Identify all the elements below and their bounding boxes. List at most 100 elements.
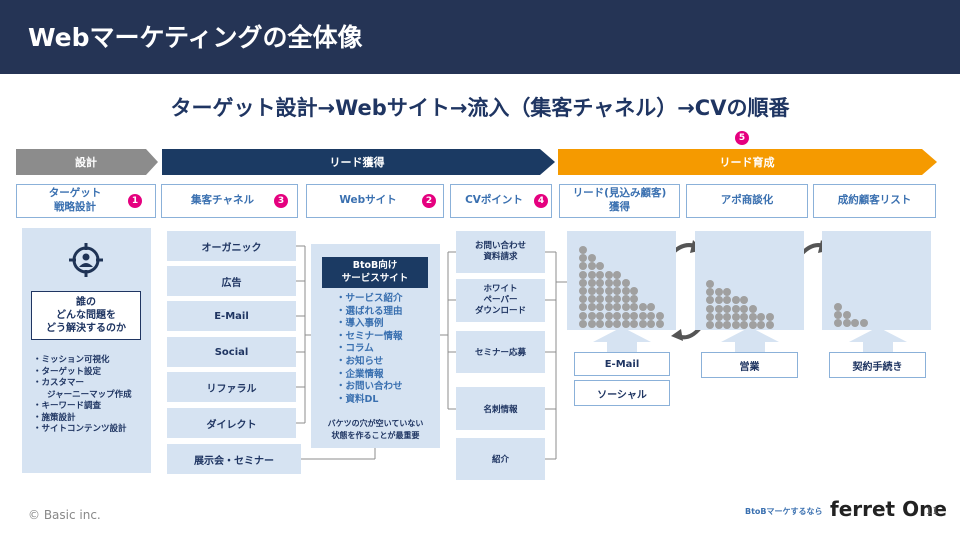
lead-dot — [757, 321, 765, 329]
acquisition-arrow-shape — [162, 149, 555, 175]
lead-dot — [731, 321, 740, 329]
badge-cv-point: 4 — [534, 194, 548, 208]
badge-target: 1 — [128, 194, 142, 208]
target-task: ・施策設計 — [33, 412, 76, 423]
lead-dot — [587, 270, 596, 279]
lead-dot — [579, 311, 587, 320]
lead-dot — [706, 280, 714, 288]
phase-lead-nurturing: リード育成 — [719, 156, 775, 169]
lead-dot — [621, 295, 630, 304]
brand-logo: ferret One — [830, 497, 947, 521]
lead-dot — [655, 319, 664, 328]
lead-dot — [731, 312, 740, 321]
lead-dot — [740, 312, 748, 321]
page-title: Webマーケティングの全体像 — [28, 23, 363, 52]
lead-dot — [621, 278, 630, 287]
lead-dot — [714, 321, 723, 329]
target-task: ・キーワード調査 — [33, 401, 102, 411]
lead-dot — [613, 319, 621, 328]
lead-dot — [834, 311, 842, 320]
lead-dot — [604, 278, 613, 287]
channel-item: Social — [167, 337, 296, 367]
lead-dot — [714, 288, 723, 297]
step-customers: 成約顧客リスト — [813, 184, 936, 218]
website-heading: BtoB向け サービスサイト — [322, 257, 428, 288]
lead-dot — [596, 319, 604, 328]
lead-dot — [757, 312, 765, 321]
lead-dot — [630, 319, 638, 328]
channel-item: リファラル — [167, 372, 296, 402]
channel-item: ダイレクト — [167, 408, 296, 438]
target-task-list: ・ミッション可視化 ・ターゲット設定 ・カスタマー ジャーニーマップ作成 ・キー… — [33, 355, 132, 436]
channel-item: オーガニック — [167, 231, 296, 261]
nurture-input-email: E-Mail — [574, 352, 670, 376]
lead-dot — [706, 304, 714, 313]
phase-design: 設計 — [75, 156, 97, 169]
page-number: 11 — [926, 506, 939, 517]
lead-dot — [723, 321, 731, 329]
lead-dot — [587, 254, 596, 263]
nurture-input-social: ソーシャル — [574, 380, 670, 406]
lead-dot — [723, 312, 731, 321]
contract-input: 契約手続き — [829, 352, 926, 378]
lead-dot — [834, 319, 842, 328]
website-content-item: ・お知らせ — [336, 355, 384, 367]
lead-dot — [647, 303, 655, 312]
lead-dot — [579, 295, 587, 304]
up-arrow-appointment — [721, 327, 779, 352]
lead-dot — [587, 278, 596, 287]
lead-dot — [579, 254, 587, 263]
lead-dot — [647, 311, 655, 320]
lead-dot — [706, 321, 714, 329]
channel-connectors — [296, 245, 376, 460]
lead-dot — [842, 311, 851, 320]
badge-nurturing: 5 — [735, 131, 749, 145]
lead-dot — [596, 278, 604, 287]
cv-point-item: ホワイト ペーパー ダウンロード — [456, 279, 545, 322]
website-content-list: ・サービス紹介 ・選ばれる理由 ・導入事例 ・セミナー情報 ・コラム ・お知らせ… — [336, 293, 403, 406]
target-task: ジャーニーマップ作成 — [47, 389, 132, 400]
up-arrow-lead — [593, 327, 651, 352]
step-website: Webサイト — [306, 184, 444, 218]
cv-point-item: 紹介 — [456, 438, 545, 480]
target-panel — [22, 228, 151, 473]
lead-dot — [604, 303, 613, 312]
phase-lead-acquisition: リード獲得 — [329, 156, 385, 169]
lead-dot — [638, 303, 647, 312]
lead-dot — [748, 312, 757, 321]
website-content-item: ・導入事例 — [336, 318, 384, 330]
step-lead: リード(見込み顧客) 獲得 — [559, 184, 680, 218]
lead-dot — [579, 278, 587, 287]
lead-dot — [596, 262, 604, 271]
lead-dot — [706, 312, 714, 321]
website-content-item: ・資料DL — [336, 393, 379, 405]
lead-dot — [604, 270, 613, 279]
lead-dot — [579, 246, 587, 254]
lead-dot — [579, 303, 587, 312]
lead-dot — [587, 319, 596, 328]
website-content-item: ・サービス紹介 — [336, 293, 403, 304]
lead-dot — [842, 319, 851, 328]
target-task: ・カスタマー — [33, 378, 85, 388]
lead-dot — [596, 295, 604, 304]
lead-dot — [740, 304, 748, 313]
website-note: バケツの穴が空いていない 状態を作ることが最重要 — [327, 419, 424, 440]
lead-dot — [613, 278, 621, 287]
lead-dot — [621, 303, 630, 312]
lead-dot — [638, 311, 647, 320]
lead-dot — [638, 319, 647, 328]
website-content-item: ・コラム — [336, 343, 374, 355]
lead-dot — [714, 312, 723, 321]
lead-dot — [613, 295, 621, 304]
lead-dot — [621, 287, 630, 295]
lead-dot — [655, 311, 664, 320]
lead-dot — [748, 321, 757, 329]
channel-item: 展示会・セミナー — [167, 444, 301, 474]
lead-dot — [748, 304, 757, 313]
cv-connectors — [440, 251, 567, 460]
lead-dot — [579, 319, 587, 328]
footer-tagline: BtoBマーケするなら — [745, 507, 823, 516]
lead-dot — [596, 287, 604, 295]
lead-dot — [731, 304, 740, 313]
page-subtitle: ターゲット設計→Webサイト→流入（集客チャネル）→CVの順番 — [170, 96, 790, 120]
